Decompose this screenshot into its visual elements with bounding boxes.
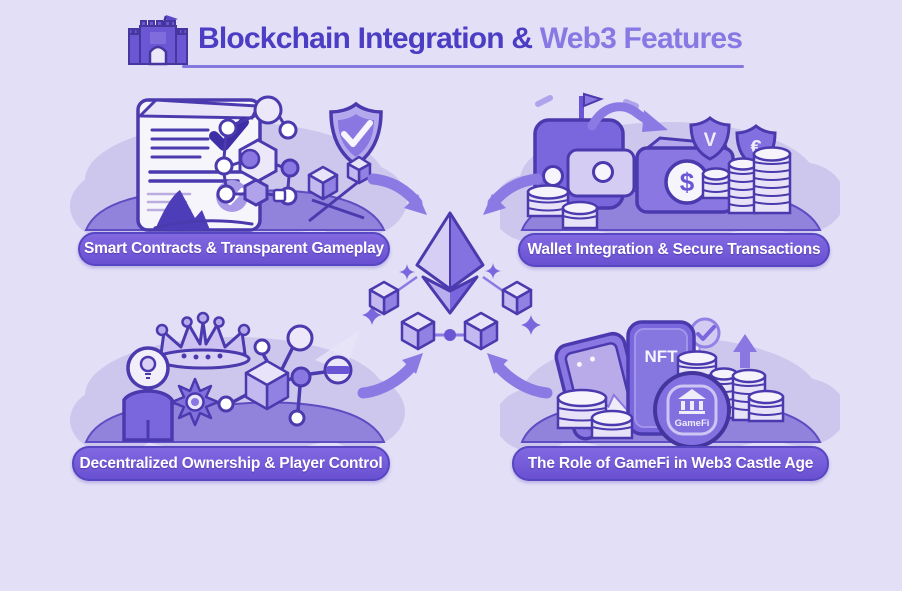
crown-icon [155,311,251,370]
coin-stack-icon [701,146,792,215]
shield-v-icon: V [689,116,731,161]
page-title: Blockchain Integration & Web3 Features [198,12,743,56]
label-gamefi-role: The Role of GameFi in Web3 Castle Age [512,446,829,481]
coin-stack-icon [526,184,599,230]
title-secondary: Web3 Features [539,22,743,55]
vignette-wallet-integration: $ V € [492,88,845,268]
link-node [444,329,456,341]
nft-label: NFT [644,347,678,366]
player-idea-icon [122,346,174,442]
label-wallet-integration: Wallet Integration & Secure Transactions [518,233,830,267]
curved-arrow-icon [357,353,423,399]
title-primary: Blockchain Integration & [198,22,533,55]
ownership-network-icon [217,324,353,427]
shield-v-symbol: V [704,130,717,151]
star-icon [362,263,541,335]
lightbulb-icon [139,355,157,373]
bottom-margin-strip [0,591,902,602]
ethereum-icon [415,211,485,315]
dollar-symbol: $ [680,167,695,197]
gamefi-label: GameFi [675,418,710,429]
linked-cubes-icon [307,155,372,223]
curved-arrow-icon [487,353,553,399]
shield-check-icon [329,101,383,168]
dollar-coin-icon: $ [664,159,710,205]
castle-glyph [678,389,706,414]
link-line [482,275,504,293]
cube-icon [368,280,533,351]
growth-arrow-icon [733,334,757,368]
vignette-gamefi-role: NFT [495,300,846,480]
vignette-decentralized-ownership [60,300,410,480]
shield-euro-symbol: € [750,137,761,159]
castle-icon [128,15,188,66]
curved-arrow-icon [483,173,543,215]
vignette-smart-contracts [60,88,410,268]
label-decentralized-ownership: Decentralized Ownership & Player Control [72,446,390,481]
link-line [396,275,418,293]
header: Blockchain Integration & Web3 Features [126,12,743,70]
transfer-arrow-icon [587,102,668,132]
curved-arrow-icon [367,173,427,215]
title-underline [182,65,744,68]
gamefi-coin-icon: GameFi [653,371,731,449]
center-ethereum-cluster [345,165,565,405]
label-smart-contracts: Smart Contracts & Transparent Gameplay [78,232,390,266]
gear-icon [170,377,220,427]
blockchain-network-icon [214,95,300,207]
coin-stack-icon [556,388,634,440]
